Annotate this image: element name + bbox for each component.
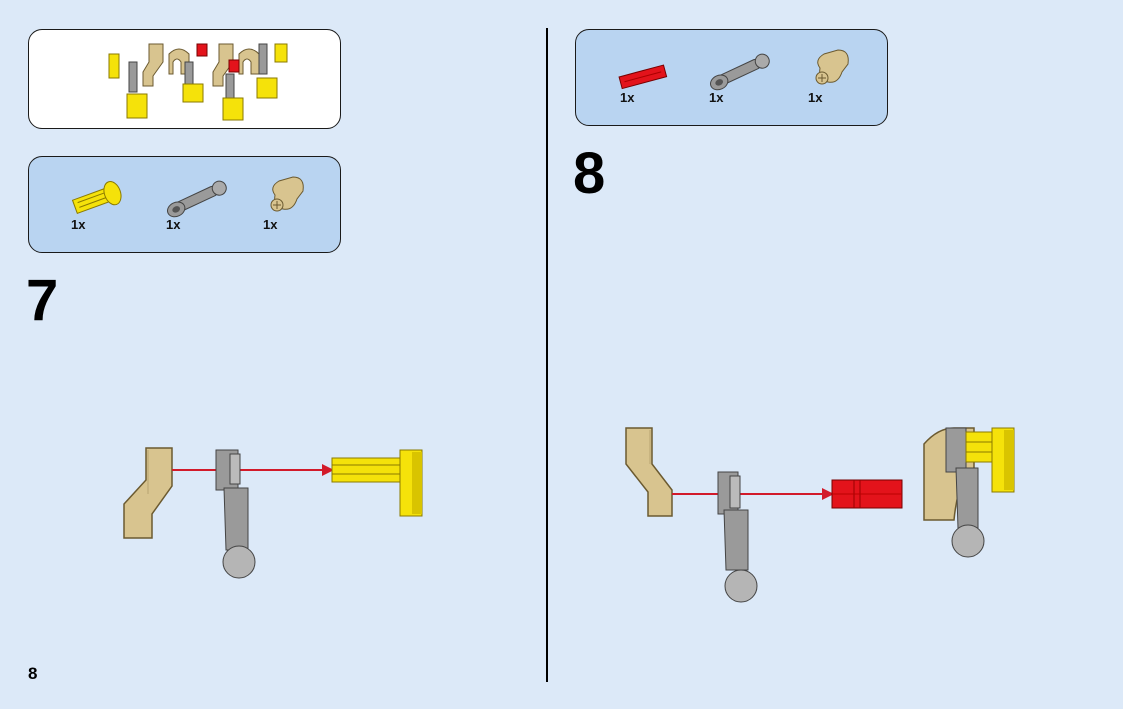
parts-list-step-7: 1x 1x 1x (28, 156, 341, 253)
red-axle-pin-icon (618, 64, 668, 90)
yellow-axle-connector-icon (71, 181, 122, 215)
page-number: 8 (28, 664, 38, 683)
assembly-arrow-head (322, 464, 334, 476)
tan-angled-connector-icon (270, 176, 304, 212)
yellow-axle-connector (331, 449, 423, 517)
assembled-submodel (923, 427, 1015, 558)
step-number-8: 8 (573, 141, 606, 206)
parts-list-step-8: 1x 1x 1x (575, 29, 888, 126)
submodel-callout (28, 29, 341, 129)
gray-ball-joint-arm (215, 449, 256, 579)
part-qty: 1x (620, 90, 635, 105)
part-qty: 1x (263, 217, 278, 232)
submodel-illustration (108, 43, 288, 121)
part-qty: 1x (166, 217, 181, 232)
part-qty: 1x (71, 217, 86, 232)
tan-angled-connector (625, 427, 673, 517)
step-number-7: 7 (26, 268, 59, 333)
red-axle-pin (831, 479, 903, 509)
gray-ball-joint-arm (717, 471, 758, 603)
gray-ball-joint-arm-icon (167, 180, 227, 218)
step-7-assembly (123, 447, 423, 579)
page-divider (546, 28, 548, 682)
tan-angled-connector-icon (815, 49, 849, 85)
part-qty: 1x (709, 90, 724, 105)
assembly-arrow-head (822, 488, 834, 500)
part-qty: 1x (808, 90, 823, 105)
gray-ball-joint-arm-icon (710, 53, 770, 91)
step-8-assembly (625, 427, 1015, 603)
